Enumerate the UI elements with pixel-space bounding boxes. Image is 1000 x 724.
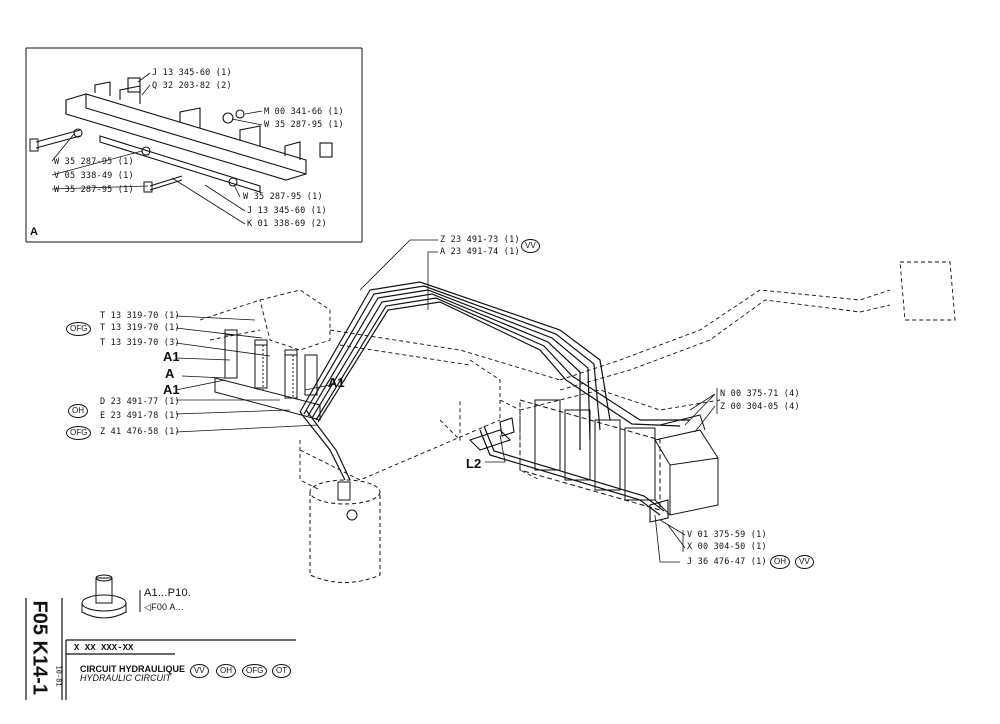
left-label: E 23 491-78 (1) [100,411,180,421]
valve-stack [519,399,719,516]
bottom-label: X 00 304-50 (1) [687,542,767,552]
legend-sub-text: F00 A... [151,602,184,612]
variant-badge: OH [68,404,88,418]
left-label: T 13 319-70 (3) [100,338,180,348]
top-label: A 23 491-74 (1) [440,247,520,257]
main-leaders [175,239,718,563]
callout: A [165,366,175,381]
inset-label: J 13 345-60 (1) [247,206,327,216]
variant-badge: VV [795,555,814,569]
inset-label: J 13 345-60 (1) [152,68,232,78]
inset-label: M 00 341-66 (1) [264,107,344,117]
left-label: D 23 491-77 (1) [100,397,180,407]
inset-bolts [29,129,183,193]
top-label: Z 23 491-73 (1) [440,235,520,245]
right-label: Z 00 304-05 (4) [720,402,800,412]
legend-symbol [81,574,141,619]
left-label: Z 41 476-58 (1) [100,427,180,437]
part-number: X XX XXX-XX [74,643,134,653]
inset-label: V 05 338-49 (1) [54,171,134,181]
callout: A1 [328,375,345,390]
left-label: T 13 319-70 (1) [100,323,180,333]
variant-badge: OT [272,664,292,678]
tank [309,479,381,583]
variant-badge: VV [190,664,209,678]
callout: A1 [163,349,180,364]
inset-label: W 35 287-95 (1) [243,192,323,202]
inset-label: Q 32 203-82 (2) [152,81,232,91]
callout: L2 [466,456,482,471]
left-label: T 13 319-70 (1) [100,311,180,321]
right-label: N 00 375-71 (4) [720,389,800,399]
variant-badge: OH [216,664,236,678]
sheet-code-block: F05 K14-1 [28,600,54,696]
variant-badge: OFG [66,426,92,440]
bottom-label: J 36 476-47 (1) [687,557,767,567]
legend-sub: ◁F00 A... [144,602,184,612]
variant-badge: OFG [242,664,268,678]
sheet-frame [25,598,296,700]
inset-label: W 35 287-95 (1) [54,157,134,167]
tube-bundle [299,281,690,516]
variant-badge: VV [521,239,540,253]
left-valves [214,329,321,421]
bottom-label: V 01 375-59 (1) [687,530,767,540]
title-french: CIRCUIT HYDRAULIQUE [80,664,185,674]
inset-frame [25,47,363,243]
inset-label: K 01 338-69 (2) [247,219,327,229]
inset-label: W 35 287-95 (1) [54,185,134,195]
inset-letter: A [30,226,38,238]
sheet-code: F05 K14-1 [28,600,51,696]
variant-badge: OFG [66,322,92,336]
variant-badge: OH [770,555,790,569]
sheet-date: 10-81 [54,665,63,687]
inset-rail [65,77,333,193]
title-english: HYDRAULIC CIRCUIT [80,673,172,683]
callout: A1 [163,382,180,397]
dashed-outlines [199,261,956,491]
legend-ref: A1...P10. [144,587,192,599]
l2-fitting [468,417,669,523]
inset-label: W 35 287-95 (1) [264,120,344,130]
inset-leaders [51,72,263,225]
